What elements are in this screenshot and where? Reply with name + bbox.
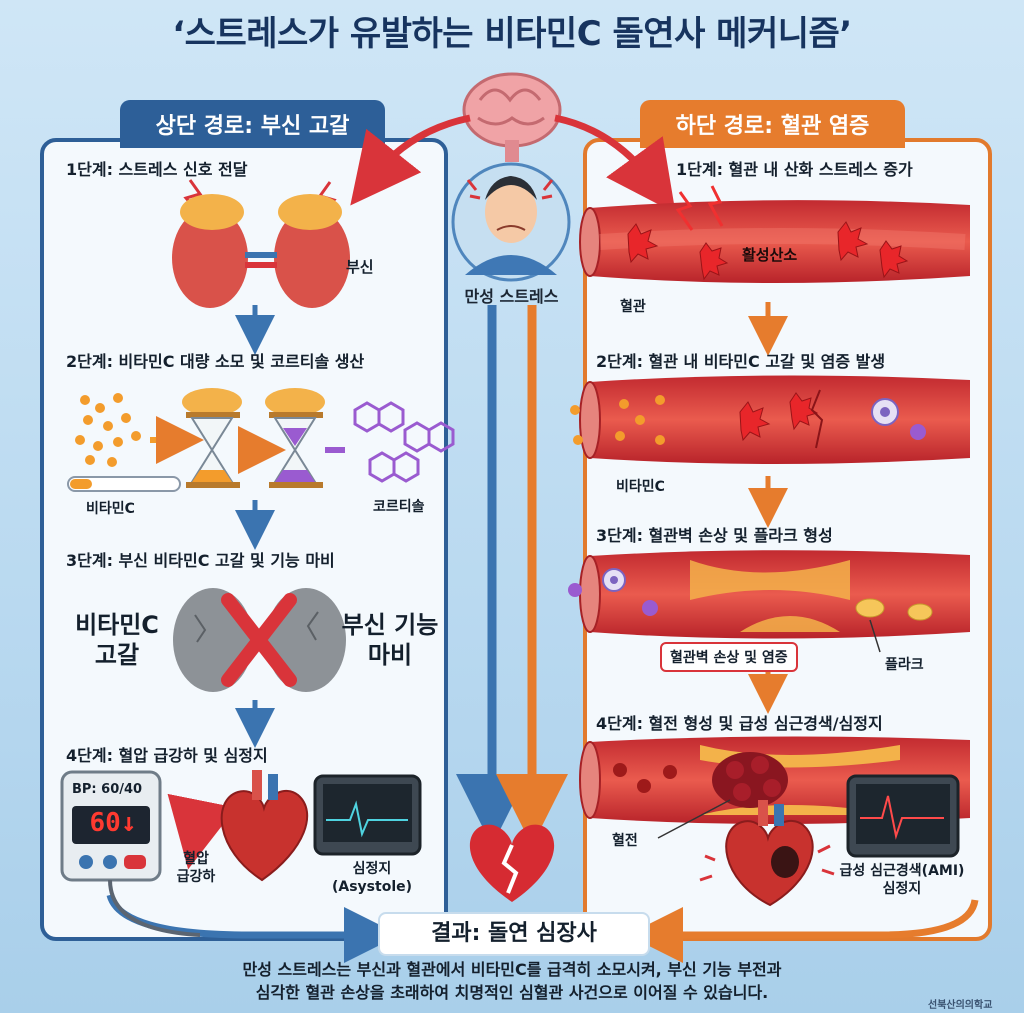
vitamin-c-gauge-fill: [70, 479, 92, 489]
logo-text: 선북산의의학교: [928, 1000, 993, 1011]
result-arrow-right: [627, 899, 979, 963]
result-label: 결과: 돌연 심장사: [378, 912, 650, 956]
plaque-pointer: [869, 619, 881, 653]
chronic-stress-label: 만성 스트레스: [464, 287, 559, 306]
hourglass-orange-icon: [182, 388, 242, 488]
summary-line2: 심각한 혈관 손상을 초래하여 치명적인 심혈관 사건으로 이어질 수 있습니다…: [255, 983, 769, 1002]
ami-monitor-icon: [846, 774, 960, 858]
bp-drop-arrow: [167, 793, 237, 870]
vessel-plaque-icon: [568, 550, 970, 639]
stress-arrow-left: [350, 114, 471, 206]
right-step3-title: 3단계: 혈관벽 손상 및 플라크 형성: [596, 526, 833, 545]
depletion-label: 비타민C 고갈: [62, 610, 172, 670]
cortisol-label: 코르티솔: [373, 499, 425, 515]
left-step1-title: 1단계: 스트레스 신호 전달: [66, 160, 248, 179]
x-mark-icon: [221, 593, 297, 687]
right-step1-title: 1단계: 혈관 내 산화 스트레스 증가: [676, 160, 913, 179]
asystole-label-line1: 심정지: [352, 861, 392, 877]
ros-label: 활성산소: [742, 246, 798, 264]
bp-drop-label: 혈압 급강하: [176, 850, 216, 886]
bp-reading: BP: 60/40: [72, 782, 143, 797]
upper-path-header: 상단 경로: 부신 고갈: [120, 100, 385, 148]
infarct-heart-icon: [699, 800, 835, 907]
right-vitamin-c-label: 비타민C: [616, 479, 665, 495]
kidney-adrenal-icon: [172, 179, 350, 308]
heart-icon: [220, 770, 309, 882]
page-title: ‘스트레스가 유발하는 비타민C 돌연사 메커니즘’: [172, 14, 852, 54]
depletion-label-line1: 비타민C: [75, 611, 159, 639]
broken-heart-icon: [469, 824, 555, 902]
clot-pointer: [657, 799, 731, 839]
bp-drop-label-line2: 급강하: [176, 869, 216, 885]
vessel-ros-icon: [579, 185, 970, 283]
asystole-label: 심정지 (Asystole): [322, 860, 422, 896]
vessel-label: 혈관: [620, 299, 646, 315]
asystole-monitor-icon: [313, 774, 422, 856]
summary-text: 만성 스트레스는 부신과 혈관에서 비타민C를 급격히 소모시켜, 부신 기능 …: [80, 958, 944, 1004]
ami-label-line1: 급성 심근경색(AMI): [839, 863, 965, 879]
right-step2-title: 2단계: 혈관 내 비타민C 고갈 및 염증 발생: [596, 352, 886, 371]
adrenal-label: 부신: [346, 258, 374, 276]
failed-kidney-icon: [173, 588, 346, 692]
ami-label: 급성 심근경색(AMI) 심정지: [822, 862, 982, 898]
failure-label-line2: 마비: [367, 641, 413, 669]
vitamin-c-gauge: [67, 476, 181, 492]
stress-arrow-right: [554, 114, 676, 214]
vitamin-c-dots-icon: [75, 393, 141, 467]
bp-drop-label-line1: 혈압: [183, 851, 209, 867]
right-step4-title: 4단계: 혈전 형성 및 급성 심근경색/심정지: [596, 714, 883, 733]
summary-line1: 만성 스트레스는 부신과 혈관에서 비타민C를 급격히 소모시켜, 부신 기능 …: [242, 960, 782, 979]
lower-path-header: 하단 경로: 혈관 염증: [640, 100, 905, 148]
adrenal-failure-label: 부신 기능 마비: [340, 610, 440, 670]
wall-damage-label: 혈관벽 손상 및 염증: [660, 642, 798, 672]
brain-icon: [462, 72, 562, 162]
hourglass-purple-icon: [265, 388, 325, 488]
bp-display: 60↓: [89, 808, 137, 838]
clot-label: 혈전: [612, 833, 638, 849]
vessel-inflammation-icon: [570, 375, 970, 464]
cortisol-molecule-icon: [353, 401, 455, 483]
stressed-person-icon: [451, 162, 571, 282]
failure-label-line1: 부신 기능: [341, 611, 439, 639]
ami-label-line2: 심정지: [882, 881, 922, 897]
left-step2-title: 2단계: 비타민C 대량 소모 및 코르티솔 생산: [66, 352, 365, 371]
bp-monitor-icon: [60, 770, 201, 937]
asystole-label-line2: (Asystole): [331, 879, 413, 895]
depletion-label-line2: 고갈: [94, 641, 140, 669]
result-arrow-left: [106, 893, 400, 963]
vitamin-c-label: 비타민C: [86, 501, 135, 517]
left-step3-title: 3단계: 부신 비타민C 고갈 및 기능 마비: [66, 551, 335, 570]
left-step4-title: 4단계: 혈압 급강하 및 심정지: [66, 746, 268, 765]
plaque-label: 플라크: [885, 657, 924, 673]
